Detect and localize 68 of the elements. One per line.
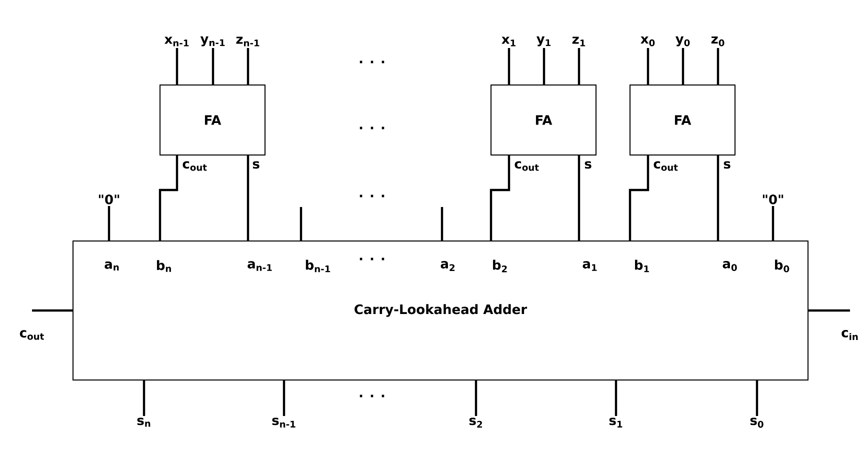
- wire: [142, 380, 146, 416]
- wire: [108, 206, 110, 241]
- edge-label: s: [722, 160, 732, 170]
- wire: [246, 48, 250, 85]
- wire: [808, 309, 850, 312]
- wire: [246, 155, 250, 241]
- port-label: b$_{n}$: [156, 260, 171, 272]
- wire: [716, 48, 720, 85]
- signal-label: c$_{in}$: [842, 330, 858, 340]
- edge-label: c$_{out}$: [181, 160, 208, 172]
- port-label: a$_{n-1}$: [248, 261, 272, 271]
- signal-label: y$_{n-1}$: [200, 36, 225, 46]
- wire: [282, 380, 286, 416]
- wire: [212, 48, 214, 85]
- edge-label: c$_{out}$: [513, 160, 540, 172]
- port-label: b$_{2}$: [493, 260, 507, 272]
- ellipsis: . . .: [360, 60, 384, 64]
- signal-label: x$_{1}$: [502, 36, 516, 46]
- ellipsis: . . .: [360, 126, 384, 130]
- edge-label: c$_{out}$: [652, 160, 680, 172]
- edge-label: s: [583, 160, 593, 170]
- signal-label: y$_{0}$: [676, 36, 690, 46]
- signal-label: s$_{2}$: [469, 418, 482, 428]
- port-label: a$_{n}$: [104, 261, 119, 271]
- signal-label: "0": [762, 194, 784, 204]
- signal-label: z$_{n-1}$: [236, 36, 260, 46]
- wire: [542, 48, 546, 85]
- ellipsis: . . .: [360, 394, 384, 398]
- port-label: a$_{0}$: [722, 260, 737, 271]
- full-adder-box: FA: [490, 84, 596, 156]
- signal-label: z$_{1}$: [572, 36, 586, 46]
- signal-label: "0": [98, 194, 120, 204]
- signal-label: s$_{0}$: [750, 418, 764, 428]
- signal-label: s$_{n-1}$: [272, 418, 296, 428]
- wire: [682, 48, 684, 85]
- wire: [300, 207, 302, 241]
- signal-label: c$_{out}$: [20, 330, 44, 340]
- wire: [614, 380, 618, 416]
- signal-label: y$_{1}$: [536, 36, 551, 46]
- wire: [158, 155, 178, 241]
- wire: [646, 48, 650, 85]
- full-adder-box: FA: [630, 84, 736, 156]
- signal-label: s$_{1}$: [609, 418, 622, 428]
- wire: [716, 155, 720, 241]
- port-label: b$_{1}$: [635, 260, 649, 272]
- wire: [508, 48, 510, 85]
- signal-label: x$_{0}$: [640, 36, 655, 46]
- signal-label: s$_{n}$: [137, 418, 150, 427]
- port-label: b$_{0}$: [775, 260, 790, 272]
- signal-label: x$_{n-1}$: [164, 36, 189, 46]
- full-adder-box: FA: [160, 84, 266, 156]
- wire: [628, 155, 650, 241]
- port-label: a$_{2}$: [440, 261, 455, 271]
- wire: [772, 206, 774, 241]
- wire: [756, 380, 758, 416]
- wire: [176, 48, 178, 85]
- port-label: a$_{1}$: [582, 261, 597, 271]
- wire: [32, 309, 73, 312]
- wire: [490, 155, 510, 241]
- wire: [578, 155, 580, 241]
- port-label: b$_{n-1}$: [306, 260, 330, 272]
- edge-label: s: [251, 160, 261, 170]
- wire: [440, 207, 444, 241]
- ellipsis: . . .: [360, 258, 384, 260]
- wire: [474, 380, 478, 416]
- ellipsis: . . .: [360, 194, 384, 198]
- signal-label: z$_{0}$: [711, 36, 724, 46]
- wire: [578, 48, 580, 85]
